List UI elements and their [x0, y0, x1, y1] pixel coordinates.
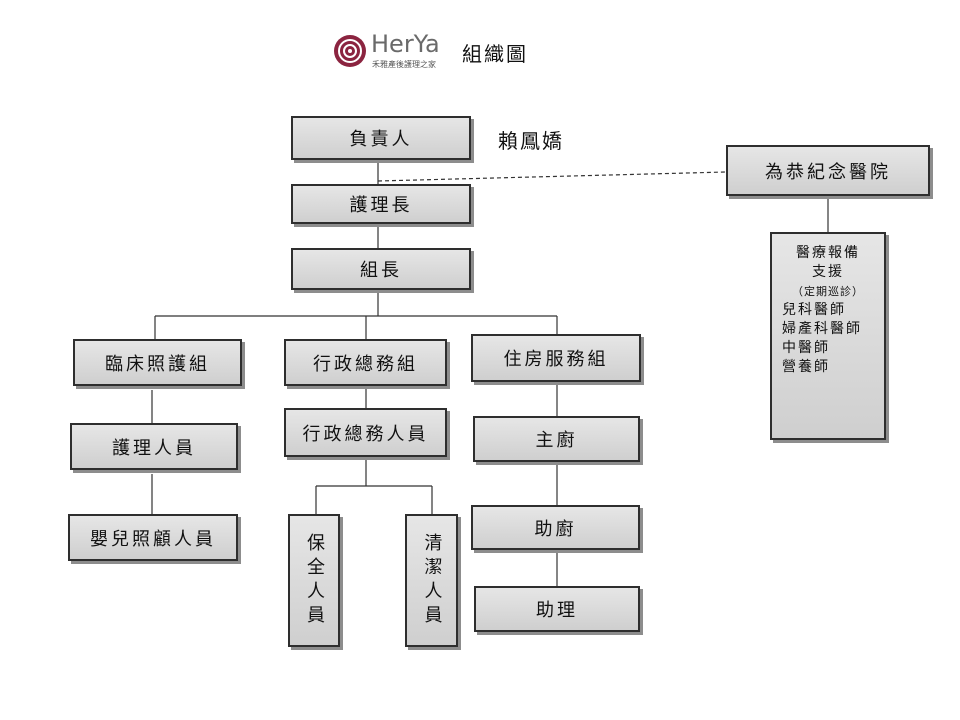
node-assistant-chef: 助廚 — [471, 505, 640, 550]
node-nursing-staff: 護理人員 — [70, 423, 238, 470]
support-item: 營養師 — [782, 359, 830, 375]
node-group-leader: 組長 — [291, 248, 471, 290]
node-clinical-group: 臨床照護組 — [73, 339, 242, 386]
node-hospital: 為恭紀念醫院 — [726, 145, 930, 196]
connector-dashed-hospital — [377, 171, 727, 182]
support-note: （定期巡診） — [792, 285, 864, 298]
node-chef: 主廚 — [473, 416, 640, 462]
node-medical-support: 醫療報備 支援 （定期巡診） 兒科醫師 婦產科醫師 中醫師 營養師 — [770, 232, 886, 440]
node-responsible: 負責人 — [291, 116, 471, 160]
support-item: 中醫師 — [782, 340, 830, 356]
logo-text: HerYa — [371, 30, 440, 58]
node-assistant: 助理 — [474, 586, 640, 632]
support-item: 兒科醫師 — [782, 302, 846, 318]
node-cleaning-staff: 清潔人員 — [405, 514, 458, 647]
support-title-line2: 支援 — [812, 264, 844, 280]
director-name: 賴鳳嬌 — [498, 129, 564, 153]
logo-subtitle: 禾雅產後護理之家 — [372, 60, 436, 69]
herya-logo-icon — [334, 35, 366, 67]
support-item: 婦產科醫師 — [782, 321, 862, 337]
node-housing-group: 住房服務組 — [471, 334, 641, 382]
node-infant-staff: 嬰兒照顧人員 — [68, 514, 238, 561]
page-title: 組織圖 — [462, 42, 528, 66]
node-head-nurse: 護理長 — [291, 184, 471, 224]
node-security-staff: 保全人員 — [288, 514, 340, 647]
node-admin-staff: 行政總務人員 — [284, 408, 447, 457]
support-title-line1: 醫療報備 — [796, 245, 860, 261]
node-admin-group: 行政總務組 — [284, 339, 447, 386]
support-list: 兒科醫師 婦產科醫師 中醫師 營養師 — [772, 301, 884, 377]
